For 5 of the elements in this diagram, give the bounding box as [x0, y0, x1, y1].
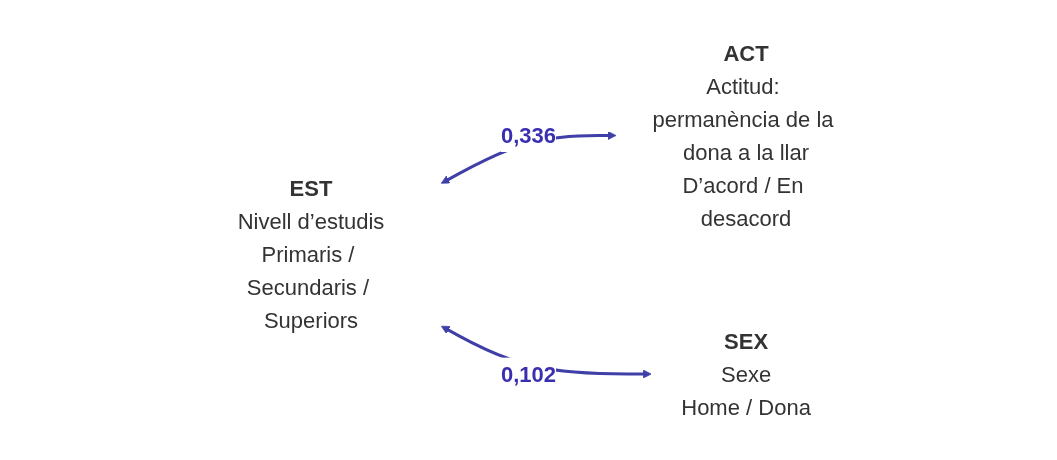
edge-label: 0,336: [500, 123, 557, 148]
edge-label: 0,102: [500, 361, 557, 387]
node-text: ACT Actitud: permanència de la dona a la llar D’acord / En desacord: [652, 40, 834, 231]
node-text: SEX Sexe Home / Dona: [681, 328, 811, 420]
node-text: EST Nivell d’estudis Primaris / Secundaris / Superiors: [237, 176, 385, 334]
